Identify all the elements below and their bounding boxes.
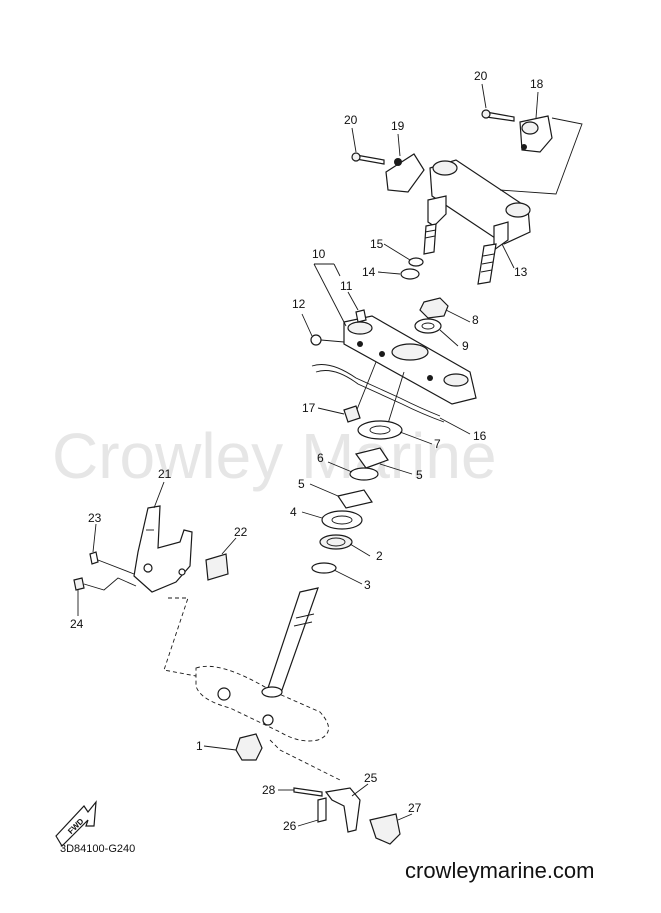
steering-stack xyxy=(311,420,403,574)
cable-guide-16 xyxy=(311,364,441,417)
site-url: crowleymarine.com xyxy=(405,858,595,883)
leader-lines xyxy=(77,83,539,827)
callout-25: 25 xyxy=(364,771,378,785)
callout-18: 18 xyxy=(530,77,544,91)
callout-6: 6 xyxy=(317,451,324,465)
cap-bolt-12 xyxy=(310,334,322,346)
callout-17: 17 xyxy=(302,401,316,415)
callout-24: 24 xyxy=(70,617,84,631)
meter-bracket-21 xyxy=(133,505,193,593)
callout-14: 14 xyxy=(362,265,376,279)
diagram-code: 3D84100-G240 xyxy=(60,843,135,855)
callout-22: 22 xyxy=(234,525,248,539)
callout-23: 23 xyxy=(88,511,102,525)
callout-8: 8 xyxy=(472,313,479,327)
callout-12: 12 xyxy=(292,297,306,311)
bolt-23 xyxy=(89,551,99,565)
callout-7: 7 xyxy=(434,437,441,451)
callout-9: 9 xyxy=(462,339,469,353)
clip-27 xyxy=(369,813,401,845)
callout-11: 11 xyxy=(340,279,353,293)
callout-4: 4 xyxy=(290,505,297,519)
callout-2: 2 xyxy=(376,549,383,563)
callout-20-left: 20 xyxy=(344,113,358,127)
nut-17 xyxy=(343,405,361,423)
washer-14 xyxy=(400,268,420,280)
callout-10: 10 xyxy=(312,247,326,261)
callout-5-upper: 5 xyxy=(298,477,305,491)
callout-20-right: 20 xyxy=(474,69,488,83)
nut-24 xyxy=(73,577,85,591)
callout-15: 15 xyxy=(370,237,384,251)
upper-bracket xyxy=(343,315,477,431)
callout-13: 13 xyxy=(514,265,528,279)
callout-26: 26 xyxy=(283,819,297,833)
handlebar-holder-assembly xyxy=(351,109,583,285)
callout-5-lower: 5 xyxy=(416,468,423,482)
nut-1 xyxy=(235,733,263,761)
forward-arrow-icon: FWD xyxy=(55,800,97,847)
callout-labels: 1 2 3 4 5 5 6 7 8 9 10 11 12 13 14 15 16… xyxy=(70,69,544,833)
callout-28: 28 xyxy=(262,783,276,797)
callout-1: 1 xyxy=(196,739,203,753)
callout-21: 21 xyxy=(158,467,172,481)
bolt-26 xyxy=(317,797,327,823)
callout-27: 27 xyxy=(408,801,422,815)
callout-3: 3 xyxy=(364,578,371,592)
washer-15 xyxy=(408,257,424,267)
washer-9 xyxy=(414,318,442,334)
hose-guide-25 xyxy=(324,787,361,833)
screw-11 xyxy=(355,309,367,323)
steering-stem xyxy=(195,587,329,742)
watermark: Crowley Marine xyxy=(52,420,497,492)
callout-16: 16 xyxy=(473,429,487,443)
callout-19: 19 xyxy=(391,119,405,133)
damper-22 xyxy=(205,553,229,581)
nut-8 xyxy=(419,297,449,319)
bolt-28 xyxy=(293,787,323,797)
